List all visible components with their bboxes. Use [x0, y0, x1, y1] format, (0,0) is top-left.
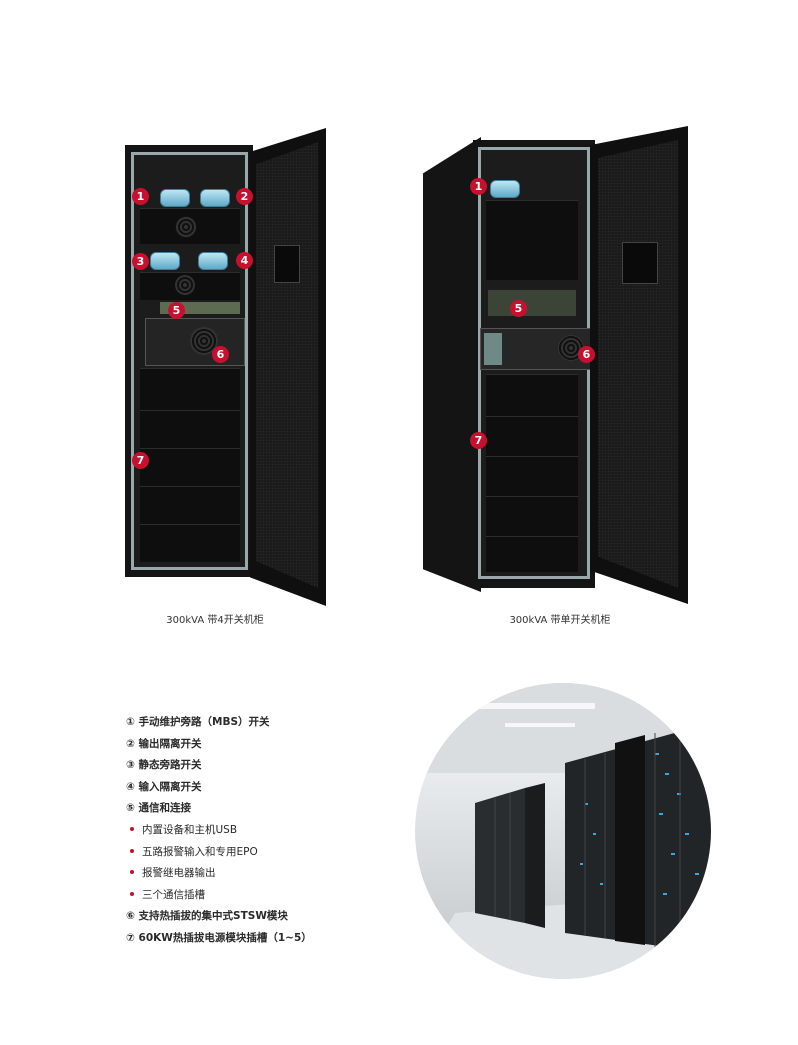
- datacenter-image: [415, 683, 711, 979]
- feature-list: ① 手动维护旁路（MBS）开关 ② 输出隔离开关 ③ 静态旁路开关 ④ 输入隔离…: [126, 712, 426, 950]
- bullet-icon: [130, 848, 134, 853]
- list-item: ① 手动维护旁路（MBS）开关: [126, 716, 270, 728]
- cabinet-caption: 300kVA 带4开关机柜: [166, 615, 264, 626]
- input-isolation-switch: [198, 252, 228, 270]
- datacenter-illustration: [415, 683, 711, 979]
- list-item: ⑥ 支持热插拔的集中式STSW模块: [126, 910, 288, 923]
- list-item: 五路报警输入和专用EPO: [126, 842, 426, 864]
- comm-board: [488, 290, 576, 316]
- marker-5: 5: [168, 302, 185, 319]
- list-item: ④ 输入隔离开关: [126, 780, 202, 793]
- fan-icon: [175, 216, 197, 238]
- marker-7: 7: [132, 452, 149, 469]
- static-bypass-switch: [150, 252, 180, 270]
- marker-1: 1: [470, 178, 487, 195]
- marker-6: 6: [578, 346, 595, 363]
- list-item: ② 输出隔离开关: [126, 737, 202, 750]
- marker-4: 4: [236, 252, 253, 269]
- mbs-switch: [490, 180, 520, 198]
- list-item: 三个通信插槽: [126, 885, 426, 907]
- list-item: ③ 静态旁路开关: [126, 759, 202, 772]
- list-item: ⑦ 60KW热插拔电源模块插槽（1~5）: [126, 931, 312, 944]
- list-item: 报警继电器输出: [126, 863, 426, 885]
- marker-5: 5: [510, 300, 527, 317]
- display-panel: [274, 245, 300, 283]
- bullet-icon: [130, 826, 134, 831]
- marker-7: 7: [470, 432, 487, 449]
- fan-icon: [175, 275, 195, 295]
- marker-1: 1: [132, 188, 149, 205]
- marker-2: 2: [236, 188, 253, 205]
- list-item: ⑤ 通信和连接: [126, 802, 192, 815]
- output-isolation-switch: [200, 189, 230, 207]
- mbs-switch: [160, 189, 190, 207]
- marker-3: 3: [132, 253, 149, 270]
- list-item: 内置设备和主机USB: [126, 820, 426, 842]
- bullet-icon: [130, 870, 134, 875]
- display-panel: [622, 242, 658, 284]
- cabinet-caption: 300kVA 带单开关机柜: [509, 615, 611, 626]
- bullet-icon: [130, 891, 134, 896]
- marker-6: 6: [212, 346, 229, 363]
